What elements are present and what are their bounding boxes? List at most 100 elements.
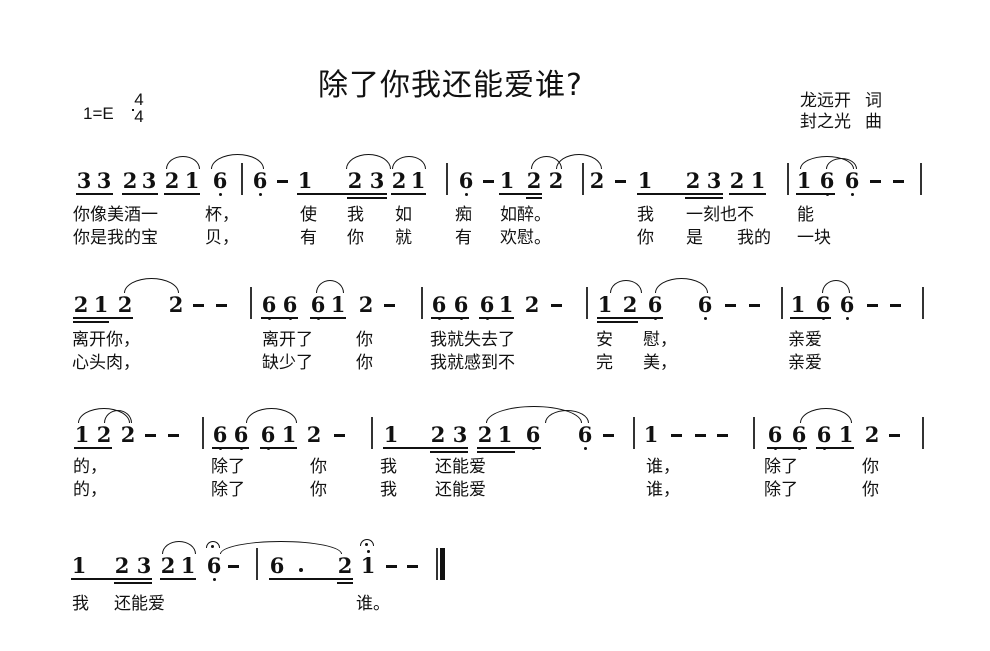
beam-underline [164, 193, 200, 195]
barline [421, 287, 423, 319]
beam-underline [73, 317, 133, 319]
lyric: 完 [596, 353, 613, 373]
lyric: 离开你， [72, 330, 140, 350]
note: 2 [96, 422, 112, 447]
lyric: 亲爱 [788, 330, 822, 350]
low-octave-dot [850, 193, 854, 196]
lyric: 除了 [764, 480, 798, 500]
lyric: 离开了 [262, 330, 313, 350]
barline [241, 163, 243, 195]
note: 2 [347, 168, 363, 193]
sustain-dash [277, 180, 288, 183]
note: 6 [647, 292, 663, 317]
lyric: 你 [310, 457, 327, 477]
barline [922, 417, 924, 449]
low-octave-dot [218, 193, 222, 196]
note: 2 [548, 168, 564, 193]
sustain-dash [603, 434, 614, 437]
barline [920, 163, 922, 195]
note: 2 [164, 168, 180, 193]
note: 2 [589, 168, 605, 193]
beam-underline [160, 578, 196, 580]
beam-underline [790, 317, 831, 319]
final-barline [440, 548, 445, 580]
sustain-dash [386, 565, 397, 568]
note: 6 [431, 292, 447, 317]
slur-arc [800, 408, 852, 423]
note: 3 [706, 168, 722, 193]
note: 6 [844, 168, 860, 193]
song-title: 除了你我还能爱谁? [318, 68, 583, 103]
beam-underline [261, 317, 298, 319]
note: 2 [729, 168, 745, 193]
note: 6 [479, 292, 495, 317]
note: 2 [391, 168, 407, 193]
note: 2 [73, 292, 89, 317]
lyric: 我 [380, 480, 397, 500]
sustain-dash [890, 304, 901, 307]
beam-underline [383, 447, 468, 449]
sustain-dash [216, 304, 227, 307]
barline [781, 287, 783, 319]
augmentation-dot [299, 568, 303, 572]
lyric: 你 [347, 228, 364, 248]
barline [787, 163, 789, 195]
lyric: 我 [347, 205, 364, 225]
lyric: 我 [637, 205, 654, 225]
lyric: 的， [73, 480, 107, 500]
barline [250, 287, 252, 319]
beam-underline [391, 193, 426, 195]
barline [256, 548, 258, 580]
note: 6 [697, 292, 713, 317]
note: 3 [141, 168, 157, 193]
lyric: 谁。 [356, 594, 390, 614]
sustain-dash [193, 304, 204, 307]
lyricist-credit: 龙远开词 [800, 91, 882, 112]
sustain-dash [615, 180, 626, 183]
beam-underline [477, 447, 541, 449]
note: 6 [269, 553, 285, 578]
note: 6 [252, 168, 268, 193]
composer-name: 封之光 [800, 112, 851, 132]
note: 2 [160, 553, 176, 578]
lyric: 你 [356, 330, 373, 350]
lyric: 使 [300, 205, 317, 225]
lyric: 心头肉， [72, 353, 140, 373]
lyric: 你像美酒一 [73, 205, 158, 225]
note: 2 [524, 292, 540, 317]
slur-arc [104, 410, 132, 423]
final-barline-thin [436, 548, 438, 580]
note: 6 [212, 422, 228, 447]
sustain-dash [145, 434, 156, 437]
slur-arc [610, 280, 642, 293]
note: 2 [306, 422, 322, 447]
lyric: 一块 [797, 228, 831, 248]
slur-arc [392, 156, 426, 169]
lyricist-name: 龙远开 [800, 91, 851, 111]
barline [633, 417, 635, 449]
beam-underline [729, 193, 766, 195]
composer-role: 曲 [865, 112, 882, 132]
note: 1 [637, 168, 653, 193]
note: 2 [358, 292, 374, 317]
lyric: 我 [380, 457, 397, 477]
lyric: 痴 [455, 205, 472, 225]
sustain-dash [749, 304, 760, 307]
note: 6 [819, 168, 835, 193]
note: 1 [597, 292, 613, 317]
beam-underline [816, 447, 854, 449]
note: 1 [330, 292, 346, 317]
sustain-dash [889, 434, 900, 437]
note: 2 [117, 292, 133, 317]
beam-underline [637, 193, 723, 195]
lyric: 能 [797, 205, 814, 225]
note: 6 [261, 292, 277, 317]
lyric: 亲爱 [788, 353, 822, 373]
sustain-dash [870, 180, 881, 183]
lyric: 贝， [205, 228, 239, 248]
note: 6 [282, 292, 298, 317]
note: 1 [184, 168, 200, 193]
slur-arc [166, 156, 200, 169]
lyric: 有 [300, 228, 317, 248]
lyric: 你 [356, 353, 373, 373]
